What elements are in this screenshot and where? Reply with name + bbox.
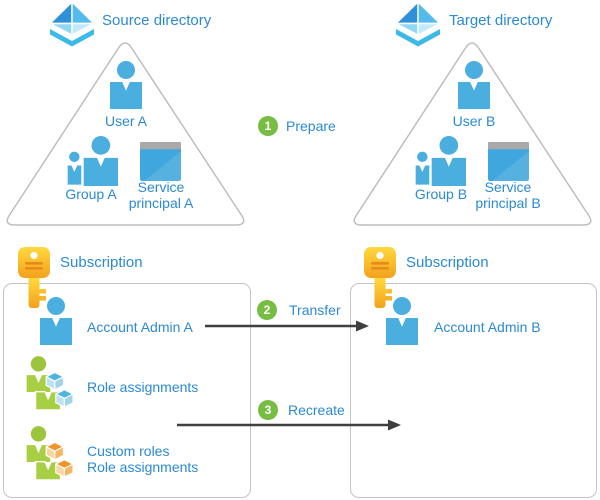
role-assignment-icon [26, 426, 74, 482]
azure-ad-icon [395, 2, 441, 47]
source-directory-title: Source directory [102, 12, 212, 29]
step-1-badge: 1 [258, 116, 278, 136]
group-b-label: Group B [414, 186, 468, 202]
service-principal-a-label: Service principal A [128, 179, 194, 211]
role-assignment-icon [26, 356, 74, 412]
target-directory-title: Target directory [449, 12, 553, 29]
step-3-label: Recreate [288, 402, 345, 418]
azure-ad-icon [49, 2, 95, 47]
service-principal-icon [140, 142, 181, 181]
step-1-label: Prepare [286, 118, 336, 134]
service-principal-icon [488, 142, 529, 181]
user-a-label: User A [104, 113, 148, 129]
step-2-label: Transfer [289, 302, 341, 318]
role-assignments-label: Role assignments [87, 379, 199, 395]
subscription-a-title: Subscription [60, 254, 143, 271]
user-icon [386, 297, 418, 345]
service-principal-b-label: Service principal B [475, 179, 541, 211]
step-2-badge: 2 [257, 300, 277, 320]
subscription-b-title: Subscription [406, 254, 489, 271]
account-admin-a-label: Account Admin A [87, 319, 193, 335]
user-icon [458, 61, 490, 109]
account-admin-b-label: Account Admin B [434, 319, 541, 335]
custom-roles-label: Custom roles Role assignments [87, 443, 199, 475]
step-3-badge: 3 [258, 400, 278, 420]
group-icon [414, 136, 466, 186]
user-icon [110, 61, 142, 109]
user-icon [40, 297, 72, 345]
group-a-label: Group A [65, 186, 117, 202]
group-icon [66, 136, 118, 186]
user-b-label: User B [452, 113, 496, 129]
